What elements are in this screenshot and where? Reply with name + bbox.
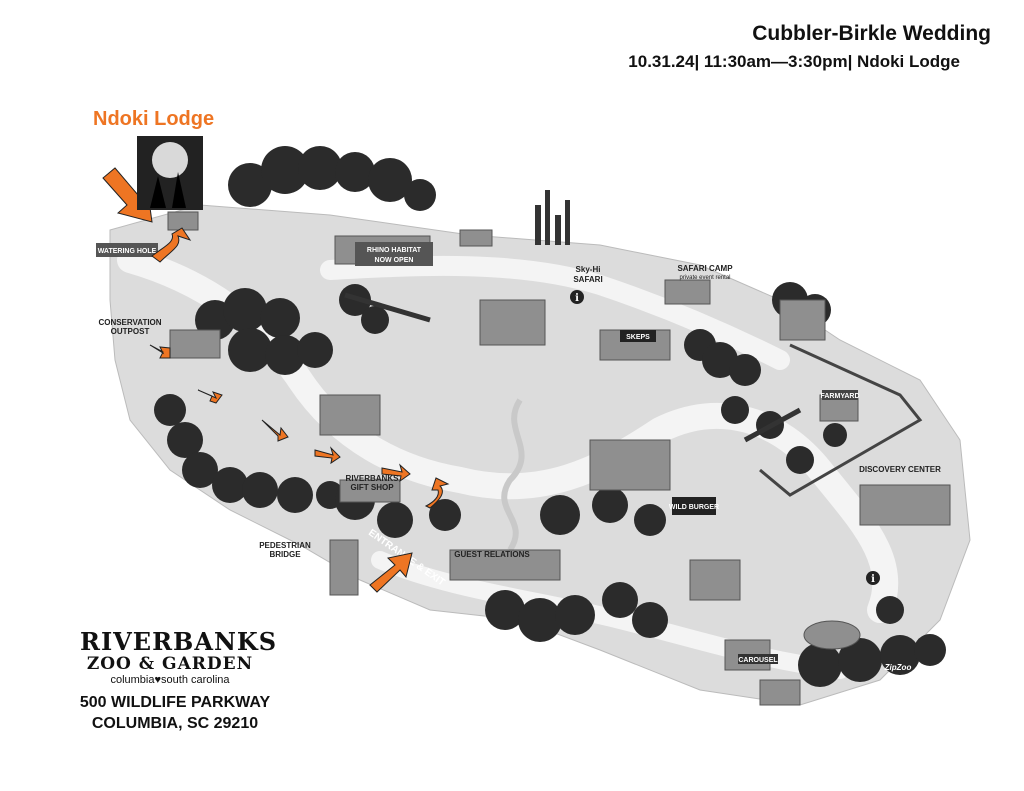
route-arrow [197,389,223,404]
carousel-label: CAROUSEL [738,657,778,664]
farmyard-sign [822,390,858,400]
farm-fence [759,343,923,497]
sky-hi-label: Sky-Hi [576,265,601,274]
north-path [320,255,790,370]
skeps-label: SKEPS [626,334,650,341]
rhino-habitat-label: RHINO HABITAT [367,247,422,254]
carousel-sign [738,654,778,664]
riverbanks-label: RIVERBANKS [346,474,400,483]
winding-walk [501,398,525,552]
ndoki-lodge-photo [137,136,203,210]
conservation-label: CONSERVATION [98,318,161,327]
route-arrow [149,344,171,359]
rhino-habitat-sign [355,242,433,266]
info-icon: i [866,571,880,585]
route-arrow [314,446,341,465]
entrance-arrow [369,552,413,593]
route-arrow [381,463,411,483]
tree-clusters [154,146,946,687]
info-icon: i [570,290,584,304]
watering-hole-sign [96,243,158,257]
pedestrian-label: PEDESTRIAN [259,541,311,550]
private-event-label: private event rental [679,275,730,281]
skeps-sign [620,330,656,342]
safari-label: SAFARI [573,275,602,284]
route-arrow [424,477,450,509]
wild-burger-sign [672,497,716,515]
address-street: 500 WILDLIFE PARKWAY [79,694,271,711]
guest-relations-label: GUEST RELATIONS [454,550,530,559]
logo-line-2: ZOO & GARDEN [86,654,254,674]
giraffe-icon [535,190,570,245]
address-city: COLUMBIA, SC 29210 [91,715,259,732]
riverbanks-logo: RIVERBANKS ZOO & GARDEN columbia♥south c… [80,627,278,687]
bridge-walk [344,292,431,323]
zoo-grounds [109,204,971,706]
svg-text:i: i [871,574,875,585]
outpost-label: OUTPOST [111,327,150,336]
wild-burger-label: WILD BURGER [669,504,719,511]
event-details: 10.31.24| 11:30am—3:30pm| Ndoki Lodge [628,52,960,71]
watering-hole-label: WATERING HOLE [98,248,157,255]
farmyard-label: FARMYARD [820,393,859,400]
bridge-label: BRIDGE [269,550,301,559]
event-title: Cubbler-Birkle Wedding [752,22,991,45]
logo-line-3: columbia♥south carolina [110,674,230,686]
route-arrow [261,419,289,442]
address-block: 500 WILDLIFE PARKWAY COLUMBIA, SC 29210 [60,692,290,734]
logo-line-1: RIVERBANKS [80,627,278,656]
discovery-center-label: DISCOVERY CENTER [859,465,941,474]
now-open-label: NOW OPEN [375,257,414,264]
svg-text:i: i [575,293,579,304]
zipzoo-label: ZipZoo [884,663,912,672]
route-arrow [151,227,192,263]
buildings [167,211,951,706]
gift-shop-label: GIFT SHOP [350,483,394,492]
ndoki-lodge-callout: Ndoki Lodge [93,108,215,130]
tower-stairs [743,407,802,443]
safari-camp-label: SAFARI CAMP [677,264,733,273]
